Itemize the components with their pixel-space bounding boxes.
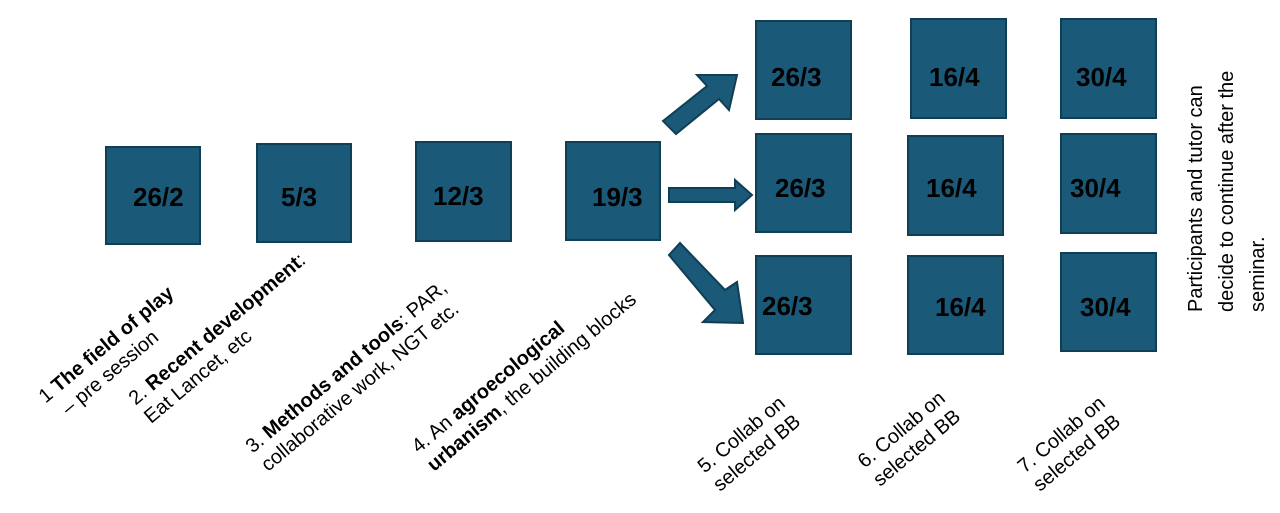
session-box-1: 26/2: [105, 146, 201, 245]
grid-box-bottom-2: 16/4: [907, 255, 1004, 355]
continuation-note: Participants and tutor can decide to con…: [1185, 70, 1269, 312]
grid-date-bottom-2: 16/4: [935, 292, 986, 322]
arrow-right: [668, 177, 754, 213]
session-box-4: 19/3: [565, 141, 661, 241]
grid-box-top-2: 16/4: [910, 18, 1007, 119]
grid-date-top-2: 16/4: [929, 62, 980, 92]
grid-date-middle-1: 26/3: [775, 173, 826, 203]
grid-box-top-1: 26/3: [755, 20, 852, 120]
session-date-3: 12/3: [433, 181, 484, 211]
grid-box-bottom-3: 30/4: [1060, 252, 1157, 352]
grid-box-top-3: 30/4: [1060, 18, 1157, 119]
grid-date-middle-3: 30/4: [1070, 173, 1121, 203]
arrow-down-right: [667, 241, 745, 325]
session-box-3: 12/3: [415, 141, 512, 242]
grid-date-top-3: 30/4: [1076, 62, 1127, 92]
grid-date-middle-2: 16/4: [926, 173, 977, 203]
session-date-1: 26/2: [133, 182, 184, 212]
grid-date-bottom-3: 30/4: [1080, 292, 1131, 322]
grid-box-middle-1: 26/3: [755, 133, 852, 233]
grid-date-top-1: 26/3: [771, 62, 822, 92]
session-date-2: 5/3: [281, 182, 318, 212]
session-date-4: 19/3: [592, 182, 643, 212]
grid-box-bottom-1: 26/3: [755, 255, 852, 355]
grid-box-middle-3: 30/4: [1060, 133, 1157, 234]
session-box-2: 5/3: [256, 143, 352, 243]
grid-date-bottom-1: 26/3: [762, 291, 813, 321]
arrow-up-right: [661, 74, 739, 136]
grid-box-middle-2: 16/4: [907, 135, 1004, 236]
